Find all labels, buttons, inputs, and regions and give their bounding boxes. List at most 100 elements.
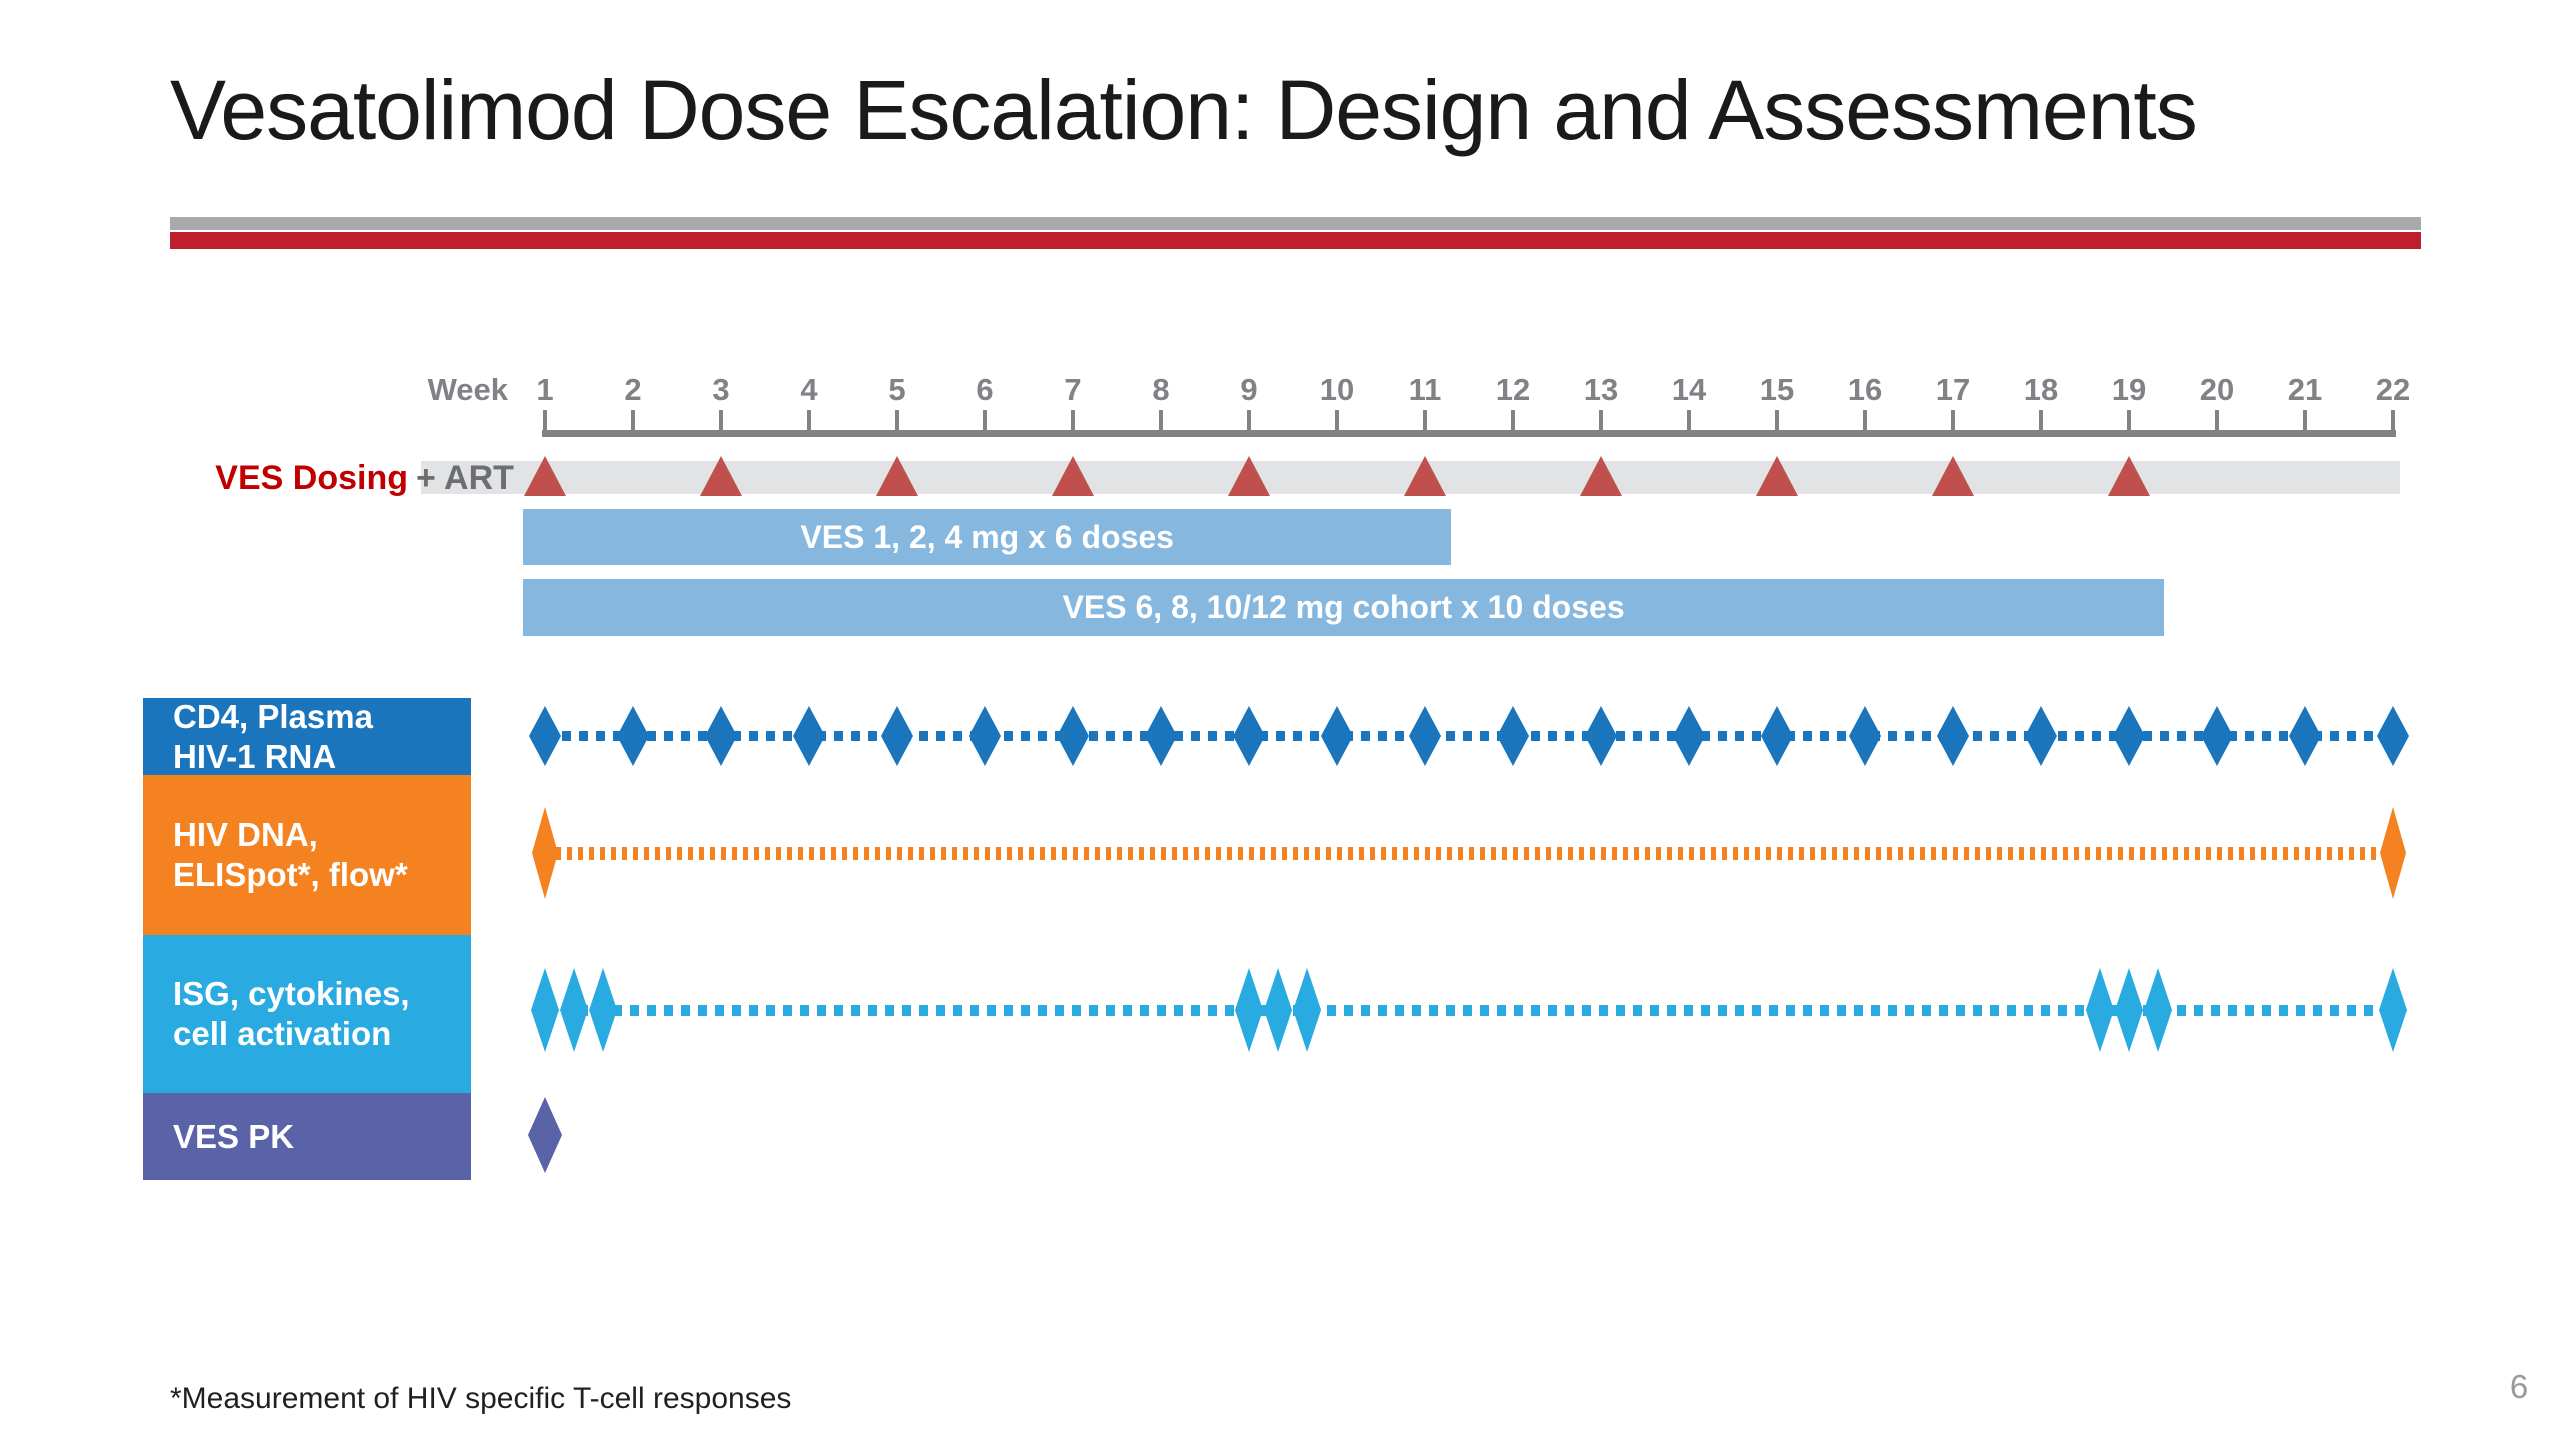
assessment-dotted-line bbox=[545, 731, 2393, 741]
assessment-diamond bbox=[2380, 807, 2406, 899]
week-label: 13 bbox=[1583, 372, 1619, 407]
assessment-label-line: cell activation bbox=[173, 1015, 392, 1052]
week-label: 9 bbox=[1240, 372, 1258, 407]
week-label: 10 bbox=[1319, 372, 1355, 407]
week-label: 12 bbox=[1495, 372, 1531, 407]
week-tick bbox=[2215, 410, 2219, 434]
week-label: 7 bbox=[1064, 372, 1082, 407]
week-tick bbox=[1071, 410, 1075, 434]
assessment-dotted-line bbox=[545, 846, 2393, 860]
week-label: 6 bbox=[976, 372, 994, 407]
assessment-diamond bbox=[1235, 968, 1263, 1052]
assessment-diamond bbox=[1761, 706, 1793, 766]
assessment-diamond bbox=[1673, 706, 1705, 766]
title-divider-gray bbox=[170, 217, 2421, 230]
assessment-diamond bbox=[531, 968, 559, 1052]
week-label: 14 bbox=[1671, 372, 1707, 407]
page-number: 6 bbox=[2509, 1368, 2529, 1405]
assessment-diamond bbox=[589, 968, 618, 1052]
week-tick bbox=[1687, 410, 1691, 434]
dose-bar-label: VES 6, 8, 10/12 mg cohort x 10 doses bbox=[1062, 589, 1625, 625]
assessment-diamond bbox=[705, 706, 737, 766]
assessment-diamond bbox=[1937, 706, 1969, 766]
assessment-diamond bbox=[1145, 706, 1177, 766]
assessment-diamond bbox=[881, 706, 913, 766]
assessment-label-box: HIV DNA,ELISpot*, flow* bbox=[143, 775, 471, 935]
week-tick bbox=[2039, 410, 2043, 434]
assessment-diamond bbox=[1233, 706, 1265, 766]
assessment-diamond bbox=[1849, 706, 1881, 766]
week-label: 3 bbox=[712, 372, 730, 407]
dose-bar: VES 6, 8, 10/12 mg cohort x 10 doses bbox=[523, 579, 2165, 636]
week-label: 20 bbox=[2199, 372, 2235, 407]
assessment-diamond bbox=[1585, 706, 1617, 766]
week-axis-label: Week bbox=[427, 372, 508, 407]
dose-bar: VES 1, 2, 4 mg x 6 doses bbox=[523, 509, 1452, 565]
week-label: 5 bbox=[888, 372, 906, 407]
assessment-diamond bbox=[2085, 968, 2114, 1052]
assessment-diamond bbox=[1057, 706, 1089, 766]
week-tick bbox=[1159, 410, 1163, 434]
week-label: 2 bbox=[624, 372, 642, 407]
week-axis-line bbox=[542, 430, 2396, 437]
assessment-diamond bbox=[560, 968, 589, 1052]
assessment-diamond bbox=[2201, 706, 2233, 766]
assessment-diamond bbox=[2144, 968, 2173, 1052]
week-tick bbox=[983, 410, 987, 434]
footnote: *Measurement of HIV specific T-cell resp… bbox=[170, 1382, 792, 1415]
assessment-diamond bbox=[1497, 706, 1529, 766]
assessment-diamond bbox=[1293, 968, 1322, 1052]
title-divider-red bbox=[170, 232, 2421, 249]
assessment-label-line: VES PK bbox=[173, 1117, 295, 1155]
week-label: 4 bbox=[800, 372, 818, 407]
week-label: 11 bbox=[1408, 372, 1442, 407]
week-tick bbox=[2391, 410, 2395, 434]
week-label: 16 bbox=[1847, 372, 1883, 407]
assessment-label-line: CD4, Plasma bbox=[173, 697, 373, 735]
week-tick bbox=[1863, 410, 1867, 434]
assessment-diamond bbox=[1409, 706, 1441, 766]
week-label: 15 bbox=[1759, 372, 1795, 407]
week-tick bbox=[807, 410, 811, 434]
assessment-diamond bbox=[2115, 968, 2143, 1052]
assessment-diamond bbox=[1264, 968, 1293, 1052]
week-label: 17 bbox=[1935, 372, 1971, 407]
week-tick bbox=[1335, 410, 1339, 434]
week-tick bbox=[1775, 410, 1779, 434]
week-tick bbox=[719, 410, 723, 434]
assessment-diamond bbox=[529, 706, 561, 766]
assessment-diamond bbox=[793, 706, 825, 766]
assessment-label-line: ELISpot*, flow* bbox=[173, 856, 408, 893]
week-label: 19 bbox=[2111, 372, 2147, 407]
assessment-diamond bbox=[969, 706, 1001, 766]
slide-title: Vesatolimod Dose Escalation: Design and … bbox=[170, 63, 2198, 157]
week-label: 21 bbox=[2287, 372, 2323, 407]
assessment-diamond bbox=[2379, 968, 2407, 1052]
assessment-diamond bbox=[2289, 706, 2321, 766]
assessment-diamond bbox=[528, 1097, 562, 1173]
dose-bar-label: VES 1, 2, 4 mg x 6 doses bbox=[800, 518, 1174, 555]
art-label: + ART bbox=[416, 459, 514, 497]
week-tick bbox=[1951, 410, 1955, 434]
assessment-label-box: VES PK bbox=[143, 1093, 471, 1180]
assessment-label-line: HIV-1 RNA bbox=[173, 737, 337, 775]
week-tick bbox=[1599, 410, 1603, 434]
assessment-diamond bbox=[1321, 706, 1353, 766]
week-tick bbox=[895, 410, 899, 434]
week-label: 1 bbox=[536, 372, 554, 407]
assessment-label-line: ISG, cytokines, bbox=[173, 975, 410, 1012]
week-label: 18 bbox=[2023, 372, 2059, 407]
week-tick bbox=[1511, 410, 1515, 434]
assessment-label-line: HIV DNA, bbox=[173, 816, 318, 853]
week-tick bbox=[1423, 410, 1427, 434]
week-tick bbox=[543, 410, 547, 434]
week-tick bbox=[1247, 410, 1251, 434]
ves-dosing-label: VES Dosing bbox=[215, 459, 408, 497]
week-tick bbox=[2303, 410, 2307, 434]
assessment-diamond bbox=[617, 706, 649, 766]
week-label: 8 bbox=[1152, 372, 1170, 407]
assessment-diamond bbox=[2025, 706, 2057, 766]
assessment-diamond bbox=[532, 807, 558, 899]
